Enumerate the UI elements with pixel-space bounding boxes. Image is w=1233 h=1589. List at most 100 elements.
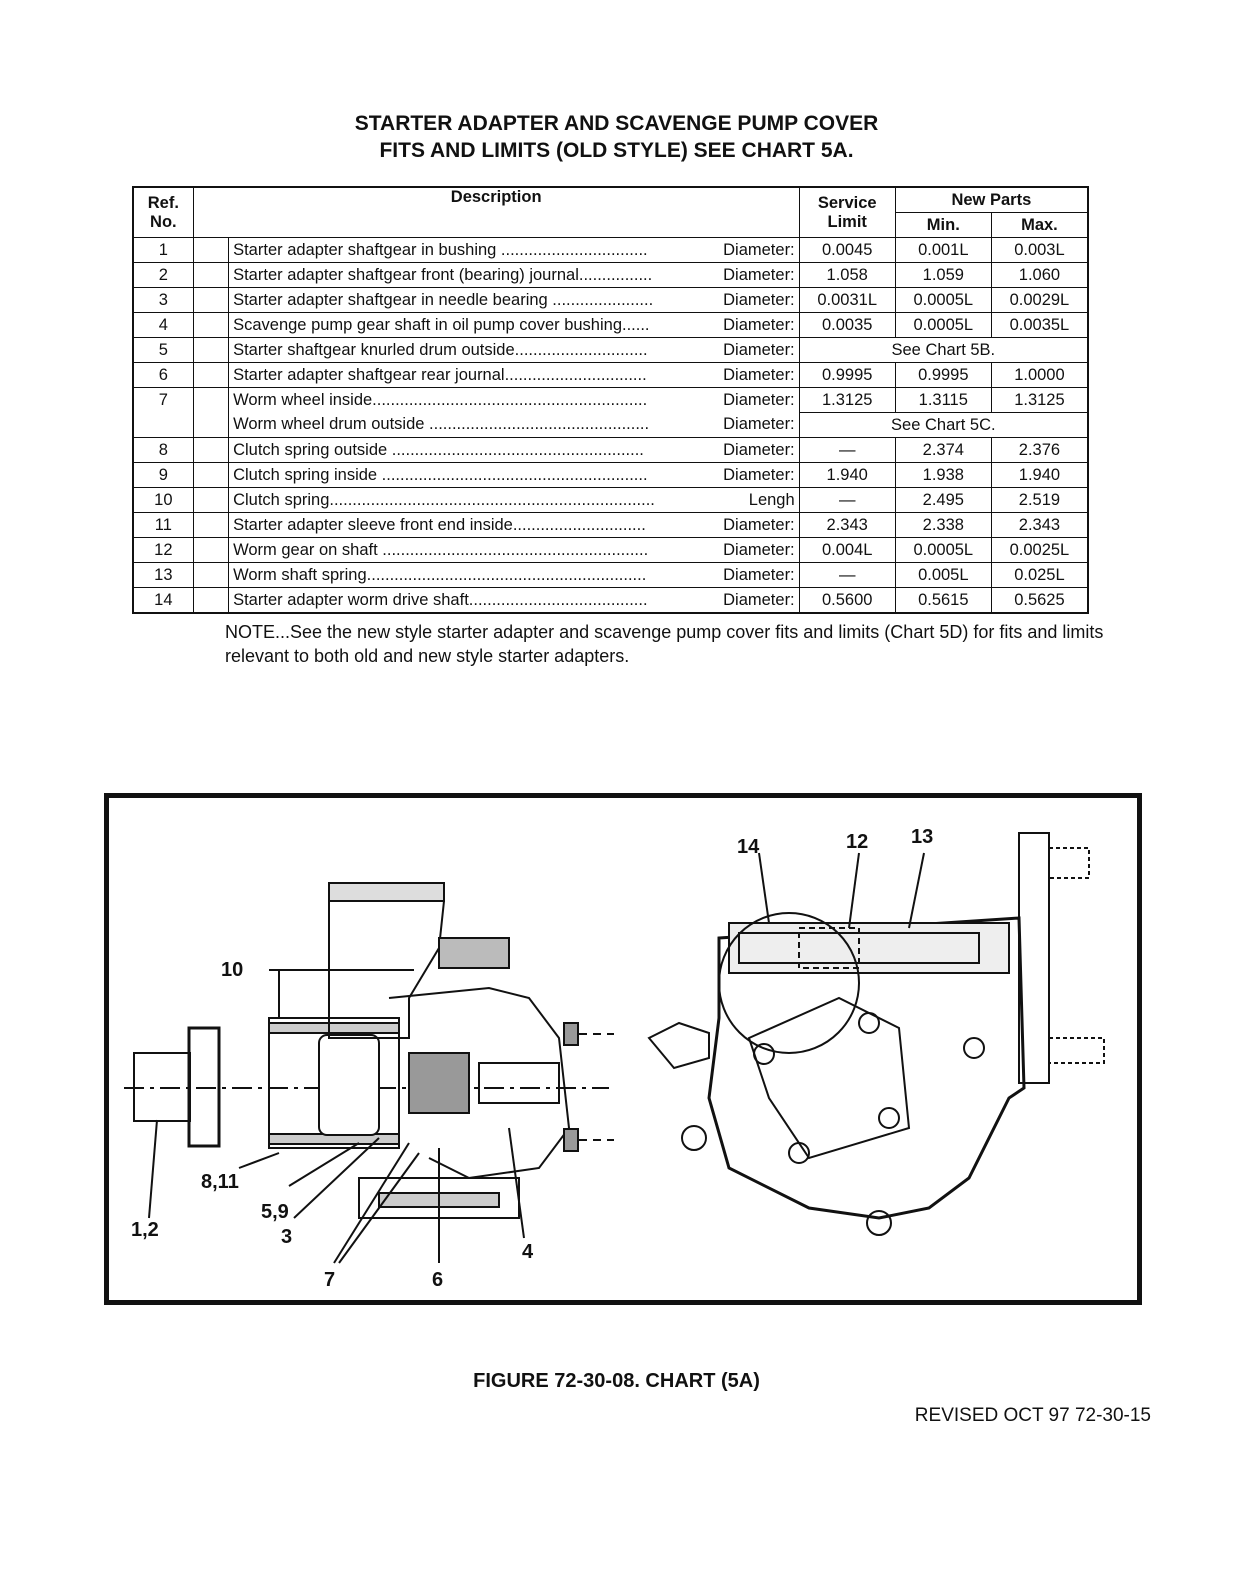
max-cell: 1.0000 [990,362,1089,388]
min-cell: 0.001L [894,237,992,263]
ref-cell: 7 [132,387,194,413]
measure-type: Diameter: [723,265,795,284]
description-cell: Starter adapter sleeve front end inside.… [228,512,800,538]
ref-header: Ref. No. [132,186,194,238]
measure-type: Diameter: [723,515,795,534]
max-cell: 2.343 [990,512,1089,538]
description-text: Clutch spring...........................… [233,490,655,509]
table-row: 1 Starter adapter shaftgear in bushing ..… [132,237,1089,263]
service-limit-cell: — [798,487,896,513]
ref-cell: 1 [132,237,194,263]
label-10: 10 [221,959,243,981]
description-text: Worm shaft spring.......................… [233,565,647,584]
page-title: STARTER ADAPTER AND SCAVENGE PUMP COVER … [0,110,1233,164]
description-cell: Worm wheel drum outside ................… [228,412,800,438]
min-cell: 2.374 [894,437,992,463]
measure-type: Diameter: [723,290,795,309]
measure-type: Diameter: [723,440,795,459]
max-cell: 0.0035L [990,312,1089,338]
description-cell: Starter adapter shaftgear in needle bear… [228,287,800,313]
max-cell: 2.376 [990,437,1089,463]
service-limit-cell: 0.004L [798,537,896,563]
ref-header-line1: Ref. [147,193,179,212]
table-body: 1 Starter adapter shaftgear in bushing ..… [132,237,1089,614]
ref-cell: 9 [132,462,194,488]
measure-type: Diameter: [723,415,795,434]
max-cell: 0.003L [990,237,1089,263]
min-cell: 0.5615 [894,587,992,614]
description-text: Starter adapter shaftgear in needle bear… [233,290,654,309]
title-line-1: STARTER ADAPTER AND SCAVENGE PUMP COVER [354,112,879,135]
description-header: Description [192,186,800,238]
blank-cell [192,387,230,413]
blank-cell [192,412,230,438]
min-cell: 1.059 [894,262,992,288]
measure-type: Diameter: [723,465,795,484]
description-cell: Starter shaftgear knurled drum outside..… [228,337,800,363]
service-limit-cell: 1.940 [798,462,896,488]
min-cell: 0.0005L [894,287,992,313]
measure-type: Diameter: [723,590,795,609]
blank-cell [192,262,230,288]
description-cell: Clutch spring...........................… [228,487,800,513]
description-cell: Starter adapter shaftgear front (bearing… [228,262,800,288]
service-limit-cell: 0.5600 [798,587,896,614]
description-text: Starter adapter shaftgear front (bearing… [233,265,653,284]
description-cell: Starter adapter shaftgear in bushing ...… [228,237,800,263]
label-13: 13 [911,826,933,848]
page-footer: REVISED OCT 97 72-30-15 [914,1405,1151,1426]
blank-cell [192,562,230,588]
service-limit-cell: — [798,437,896,463]
ref-cell: 6 [132,362,194,388]
blank-cell [192,437,230,463]
label-7: 7 [324,1269,335,1291]
service-limit-cell: 1.058 [798,262,896,288]
title-line-2: FITS AND LIMITS (OLD STYLE) SEE CHART 5A… [379,139,854,162]
description-text: Scavenge pump gear shaft in oil pump cov… [233,315,650,334]
min-cell: 2.495 [894,487,992,513]
measure-type: Diameter: [723,540,795,559]
blank-cell [192,512,230,538]
ref-header-line2: No. [150,212,177,231]
blank-cell [192,237,230,263]
max-cell: 0.0029L [990,287,1089,313]
ref-cell: 3 [132,287,194,313]
table-row: Worm wheel drum outside ................… [132,412,1089,438]
service-limit-cell: 1.3125 [798,387,896,413]
label-5-9: 5,9 [261,1201,289,1223]
min-cell: 1.3115 [894,387,992,413]
figure-diagram: 10 8,11 5,9 1,2 3 7 6 4 14 12 13 [104,793,1142,1305]
starter-adapter-drawing: 10 8,11 5,9 1,2 3 7 6 4 14 12 13 [124,826,1105,1291]
measure-type: Lengh [748,490,795,509]
measure-type: Diameter: [723,240,795,259]
ref-cell: 13 [132,562,194,588]
measure-type: Diameter: [723,340,795,359]
max-cell: 0.025L [990,562,1089,588]
description-text: Starter adapter worm drive shaft........… [233,590,648,609]
max-cell: 1.060 [990,262,1089,288]
ref-cell: 4 [132,312,194,338]
blank-cell [192,287,230,313]
see-chart-cell: See Chart 5C. [798,412,1089,438]
description-text: Clutch spring outside ..................… [233,440,644,459]
note-text: NOTE...See the new style starter adapter… [225,622,1104,666]
fits-limits-table: Ref. No. Description Service Limit New P… [132,186,1089,614]
ref-cell: 2 [132,262,194,288]
table-row: 4 Scavenge pump gear shaft in oil pump co… [132,312,1089,338]
see-chart-cell: See Chart 5B. [798,337,1089,363]
blank-cell [192,462,230,488]
figure-caption: FIGURE 72-30-08. CHART (5A) [473,1370,760,1392]
description-text: Starter adapter sleeve front end inside.… [233,515,646,534]
description-text: Starter adapter shaftgear rear journal..… [233,365,647,384]
max-cell: 1.940 [990,462,1089,488]
table-row: 3 Starter adapter shaftgear in needle bea… [132,287,1089,313]
min-header: Min. [894,212,992,238]
label-1-2: 1,2 [131,1219,159,1241]
service-limit-cell: 0.9995 [798,362,896,388]
